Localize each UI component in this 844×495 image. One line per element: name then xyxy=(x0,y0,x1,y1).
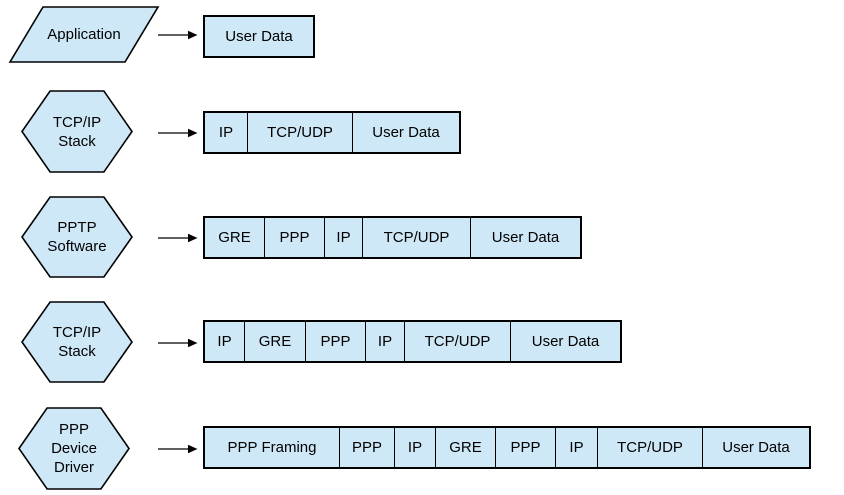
row3-shape-pptp-software: PPTP Software xyxy=(21,196,133,278)
row5-seg7-tcp-udp: TCP/UDP xyxy=(597,428,702,467)
row1-shape-application: Application xyxy=(8,6,160,63)
row4-seg1-ip: IP xyxy=(217,333,232,350)
row5-seg3-ip: IP xyxy=(394,428,435,467)
row5-seg8-user-data: User Data xyxy=(702,428,809,467)
row5-seg1-ppp-framing: PPP Framing xyxy=(227,439,317,456)
row3-seg4-tcp-udp: TCP/UDP xyxy=(362,218,470,257)
row3-seg3-ip: IP xyxy=(324,218,362,257)
row2-shape-label: TCP/IP Stack xyxy=(52,113,102,150)
row4-arrow-right-icon xyxy=(158,336,198,348)
row2-seg2-tcp-udp: TCP/UDP xyxy=(247,113,352,152)
row2-shape-tcp-ip-stack: TCP/IP Stack xyxy=(21,90,133,173)
row1-shape-label: Application xyxy=(47,26,121,43)
row5-arrow-right-icon xyxy=(158,442,198,454)
row5-shape-ppp-device-driver: PPP Device Driver xyxy=(18,407,130,490)
row4-seg4-ip: IP xyxy=(365,322,404,361)
row4-seg5-tcp-udp: TCP/UDP xyxy=(404,322,510,361)
row4-seg2-gre: GRE xyxy=(244,322,305,361)
row3-seg5-user-data: User Data xyxy=(470,218,580,257)
row5-seg4-gre: GRE xyxy=(435,428,495,467)
row3-arrow-right-icon xyxy=(158,231,198,243)
row2-seg1-ip: IP xyxy=(218,124,234,141)
row2-seg3-user-data: User Data xyxy=(352,113,459,152)
row3-seg1-gre: GRE xyxy=(218,229,251,246)
row3-shape-label: PPTP Software xyxy=(47,219,107,255)
row4-seg6-user-data: User Data xyxy=(510,322,620,361)
row4-shape-tcp-ip-stack: TCP/IP Stack xyxy=(21,301,133,383)
row2-arrow-right-icon xyxy=(158,126,198,138)
row5-seg2-ppp: PPP xyxy=(339,428,394,467)
row5-seg5-ppp: PPP xyxy=(495,428,555,467)
row1-packet-strip: User Data xyxy=(203,15,315,58)
row4-seg3-ppp: PPP xyxy=(305,322,365,361)
row5-seg6-ip: IP xyxy=(555,428,597,467)
row5-shape-label: PPP Device Driver xyxy=(51,421,97,476)
row3-seg2-ppp: PPP xyxy=(264,218,324,257)
row1-seg1-user-data: User Data xyxy=(225,28,293,45)
row1-arrow-right-icon xyxy=(158,28,198,40)
row4-shape-label: TCP/IP Stack xyxy=(52,324,102,360)
